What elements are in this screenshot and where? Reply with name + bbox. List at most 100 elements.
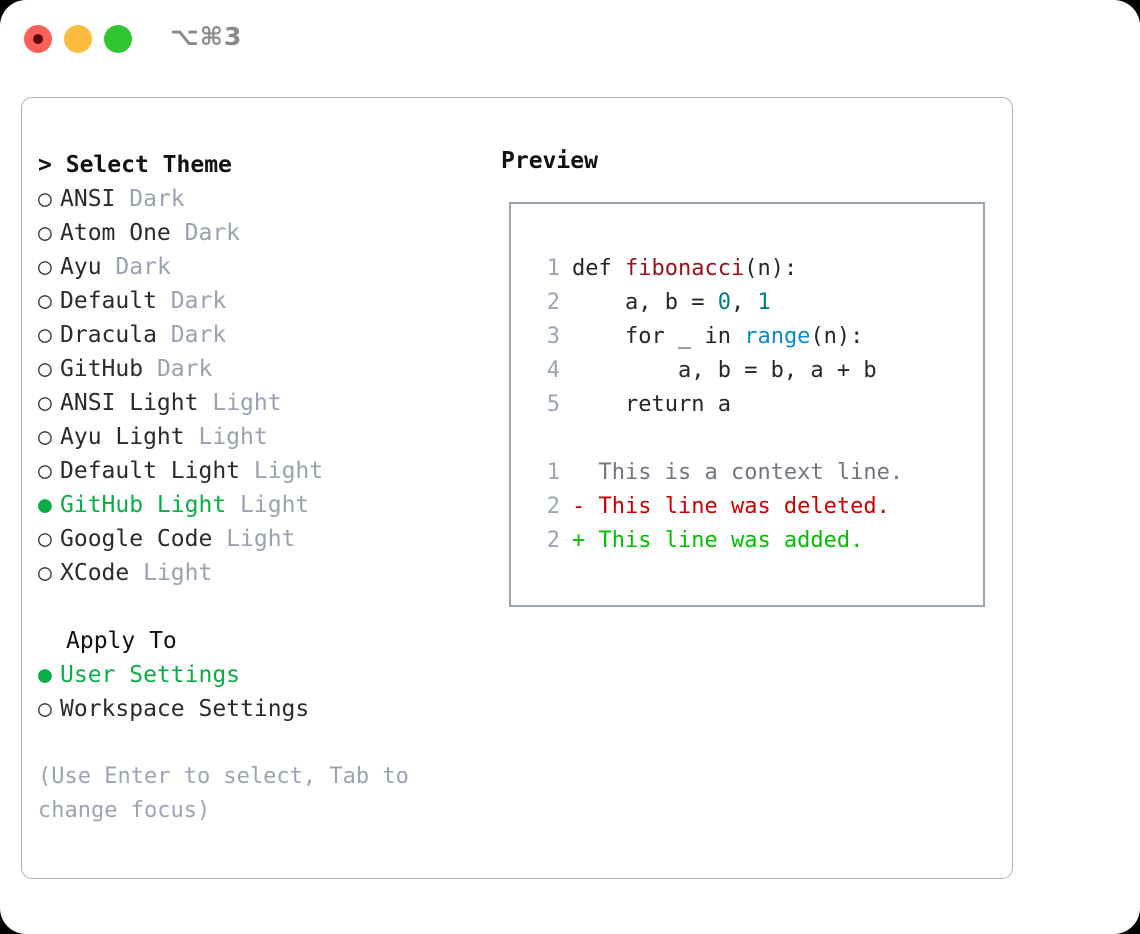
theme-option-tag: Light	[143, 560, 213, 586]
theme-option-label: ANSI Light	[60, 390, 199, 416]
theme-option[interactable]: ○ GitHub Dark	[38, 352, 478, 386]
radio-unselected-icon: ○	[38, 288, 52, 314]
theme-picker-title: > Select Theme	[38, 148, 478, 182]
theme-list: ○ANSI Dark○Atom One Dark○Ayu Dark○Defaul…	[38, 182, 478, 590]
line-number: 1	[546, 460, 560, 485]
apply-to-option[interactable]: ○Workspace Settings	[38, 692, 478, 726]
diff-text: This line was added.	[598, 528, 864, 553]
theme-option[interactable]: ○ ANSI Light Light	[38, 386, 478, 420]
theme-option[interactable]: ●GitHub Light Light	[38, 488, 478, 522]
theme-option-label: Ayu Light	[60, 424, 185, 450]
line-number: 2	[546, 528, 560, 553]
apply-to-option[interactable]: ● User Settings	[38, 658, 478, 692]
theme-option[interactable]: ○ Atom One Dark	[38, 216, 478, 250]
diff-line-text: + This line was added.	[572, 528, 863, 553]
theme-option-tag: Light	[198, 424, 268, 450]
radio-unselected-icon: ○	[38, 458, 52, 484]
radio-unselected-icon: ○	[38, 560, 52, 586]
diff-line-text: This is a context line.	[572, 460, 904, 485]
code-line: 5 return a	[530, 388, 970, 422]
page-title: Select Theme	[65, 152, 232, 178]
radio-unselected-icon: ○	[38, 526, 52, 552]
diff-marker: -	[572, 494, 586, 519]
theme-option[interactable]: ○ Default Dark	[38, 284, 478, 318]
theme-option-tag: Dark	[184, 220, 241, 246]
theme-option-label: Dracula	[60, 322, 157, 348]
theme-option[interactable]: ○Google Code Light	[38, 522, 478, 556]
apply-to-option-label: User Settings	[60, 662, 241, 688]
line-number: 4	[546, 358, 560, 383]
keyboard-hint-text: (Use Enter to select, Tab to change focu…	[38, 764, 409, 823]
code-line: 3 for _ in range(n):	[530, 320, 970, 354]
minimize-button[interactable]	[64, 25, 92, 53]
theme-option[interactable]: ○ Ayu Light Light	[38, 420, 478, 454]
theme-option-label: Google Code	[60, 526, 213, 552]
diff-line: 2- This line was deleted.	[530, 490, 970, 524]
theme-option-tag: Light	[212, 390, 282, 416]
preview-title: Preview	[501, 148, 598, 174]
theme-option-label: Default Light	[60, 458, 241, 484]
code-line: 4 a, b = b, a + b	[530, 354, 970, 388]
theme-option-tag: Light	[240, 492, 310, 518]
line-number: 2	[546, 290, 560, 315]
radio-unselected-icon: ○	[38, 254, 52, 280]
line-number: 2	[546, 494, 560, 519]
code-token-plain: a, b =	[624, 290, 718, 315]
theme-option[interactable]: ○ XCode Light	[38, 556, 478, 590]
code-token-num: 0	[717, 290, 731, 315]
code-token-num: 1	[757, 290, 771, 315]
radio-unselected-icon: ○	[38, 220, 52, 246]
code-line: 1 def fibonacci(n):	[530, 252, 970, 286]
theme-option-label: Atom One	[60, 220, 171, 246]
diff-line: 2 + This line was added.	[530, 524, 970, 558]
theme-option-tag: Dark	[115, 254, 171, 280]
theme-option[interactable]: ○ Ayu Dark	[38, 250, 478, 284]
code-token-plain: def	[572, 256, 625, 281]
diff-marker	[572, 460, 585, 485]
theme-option[interactable]: ○Dracula Dark	[38, 318, 478, 352]
theme-option-label: GitHub	[60, 356, 144, 382]
line-number: 1	[546, 256, 560, 281]
code-token-call: range	[744, 324, 811, 349]
apply-to-title: Apply To	[66, 628, 177, 654]
radio-unselected-icon: ○	[38, 696, 52, 722]
code-token-plain: for _ in	[624, 324, 745, 349]
diff-line: 1 This is a context line.	[530, 456, 970, 490]
theme-option-label: Ayu	[60, 254, 102, 280]
maximize-button[interactable]	[104, 25, 132, 53]
radio-unselected-icon: ○	[38, 356, 52, 382]
code-token-plain: return a	[624, 392, 731, 417]
theme-option[interactable]: ○ Default Light Light	[38, 454, 478, 488]
theme-option-tag: Dark	[129, 186, 185, 212]
theme-option-tag: Dark	[156, 356, 213, 382]
theme-option-label: Default	[60, 288, 157, 314]
radio-unselected-icon: ○	[38, 186, 52, 212]
keyboard-shortcut-label: ⌥⌘3	[170, 22, 243, 51]
diff-text: This line was deleted.	[598, 494, 890, 519]
main-panel: > Select Theme ○ANSI Dark○Atom One Dark○…	[21, 97, 1013, 879]
title-bar: ⌥⌘3	[0, 0, 1140, 78]
diff-text: This is a context line.	[598, 460, 904, 485]
apply-to-section: Apply To ● User Settings ○Workspace Settin…	[38, 624, 478, 726]
diff-marker: +	[572, 528, 586, 553]
line-number: 5	[546, 392, 560, 417]
code-token-func: fibonacci	[624, 256, 745, 281]
code-line: 2 a, b = 0, 1	[530, 286, 970, 320]
theme-option-tag: Light	[253, 458, 324, 484]
line-number: 3	[546, 324, 560, 349]
theme-option-label: XCode	[60, 560, 130, 586]
theme-option-tag: Dark	[170, 288, 227, 314]
code-token-plain: a, b = b, a + b	[677, 358, 877, 383]
radio-selected-icon: ●	[38, 662, 52, 688]
code-token-plain: (n):	[810, 324, 864, 349]
radio-unselected-icon: ○	[38, 390, 52, 416]
radio-unselected-icon: ○	[38, 424, 52, 450]
theme-option[interactable]: ○ANSI Dark	[38, 182, 478, 216]
diff-line-text: - This line was deleted.	[572, 494, 890, 519]
theme-option-tag: Dark	[170, 322, 227, 348]
code-blank-line	[530, 422, 970, 456]
code-token-plain: (n):	[744, 256, 798, 281]
